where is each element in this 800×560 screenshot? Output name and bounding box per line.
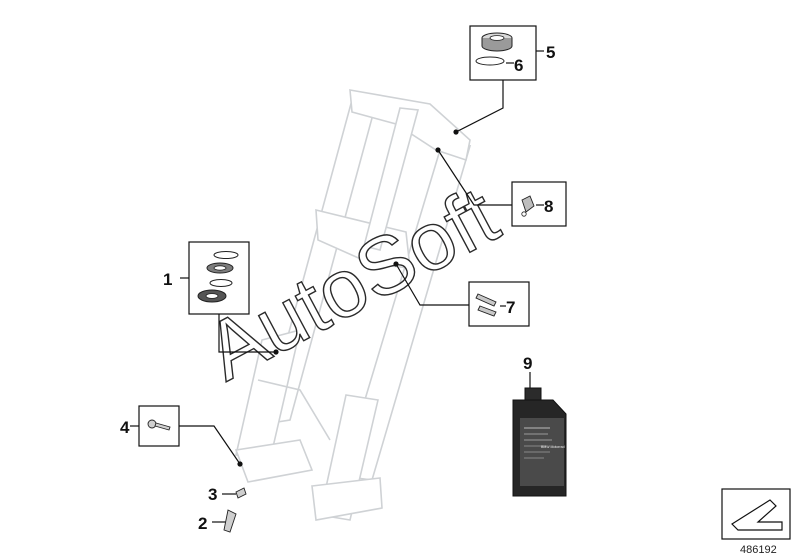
callout-6: 6 bbox=[514, 56, 523, 75]
leader-8-to-fork bbox=[437, 149, 512, 206]
leader-4-anchor bbox=[237, 461, 243, 467]
leader-7-to-fork bbox=[395, 263, 469, 306]
part-id-number: 486192 bbox=[740, 544, 777, 556]
leader-1-to-fork bbox=[218, 314, 276, 353]
dust-seal-icon bbox=[197, 289, 227, 303]
taper-bearing-icon bbox=[481, 32, 513, 52]
oil-bottle-icon bbox=[512, 387, 567, 497]
screw-washer-icon bbox=[147, 419, 171, 431]
part-7-group[interactable]: 7 bbox=[393, 261, 530, 327]
part-2-group[interactable]: 2 bbox=[198, 509, 237, 533]
left-axle-carrier bbox=[234, 439, 314, 483]
part-4-group[interactable]: 4 bbox=[120, 405, 243, 467]
bolt-icon bbox=[475, 293, 497, 317]
leader-1-anchor bbox=[273, 349, 279, 355]
callout-3: 3 bbox=[208, 485, 217, 504]
washer-icon bbox=[235, 487, 247, 499]
fork-brace bbox=[257, 379, 331, 441]
right-axle-carrier bbox=[311, 477, 383, 521]
clip-icon bbox=[521, 195, 535, 217]
steering-stem bbox=[363, 107, 420, 251]
seal-ring-icon bbox=[475, 56, 505, 66]
bearing-group[interactable]: 6 5 bbox=[453, 25, 555, 135]
fork-seal-icon bbox=[206, 262, 234, 274]
orientation-symbol bbox=[721, 488, 791, 540]
part-8-group[interactable]: 8 bbox=[435, 147, 567, 227]
circlip-icon bbox=[209, 279, 233, 287]
left-fork-slider bbox=[235, 328, 302, 461]
callout-7: 7 bbox=[506, 298, 515, 317]
callout-5: 5 bbox=[546, 43, 555, 62]
callout-4: 4 bbox=[120, 418, 130, 437]
o-ring-icon bbox=[213, 251, 239, 259]
part-7-box bbox=[468, 281, 530, 327]
seal-kit-group[interactable]: 1 bbox=[163, 241, 279, 355]
leader-4-to-fork bbox=[179, 425, 241, 465]
leader-5-anchor bbox=[453, 129, 459, 135]
callout-2: 2 bbox=[198, 514, 207, 533]
arrow-down-left-icon bbox=[731, 499, 783, 531]
part-3-group[interactable]: 3 bbox=[208, 485, 247, 504]
leader-5-to-fork bbox=[455, 80, 504, 133]
part-8-box bbox=[511, 181, 567, 227]
leader-7-anchor bbox=[393, 261, 399, 267]
callout-9: 9 bbox=[523, 354, 532, 373]
fork-oil-group[interactable]: 9 BMW Motorrad bbox=[512, 354, 567, 497]
callout-8: 8 bbox=[544, 197, 553, 216]
front-fork-drawing bbox=[234, 89, 472, 521]
drain-screw-icon bbox=[223, 509, 237, 533]
lower-triple-clamp bbox=[315, 208, 411, 269]
callout-1: 1 bbox=[163, 270, 172, 289]
leader-8-anchor bbox=[435, 147, 441, 153]
bottle-label: BMW Motorrad bbox=[541, 445, 565, 449]
